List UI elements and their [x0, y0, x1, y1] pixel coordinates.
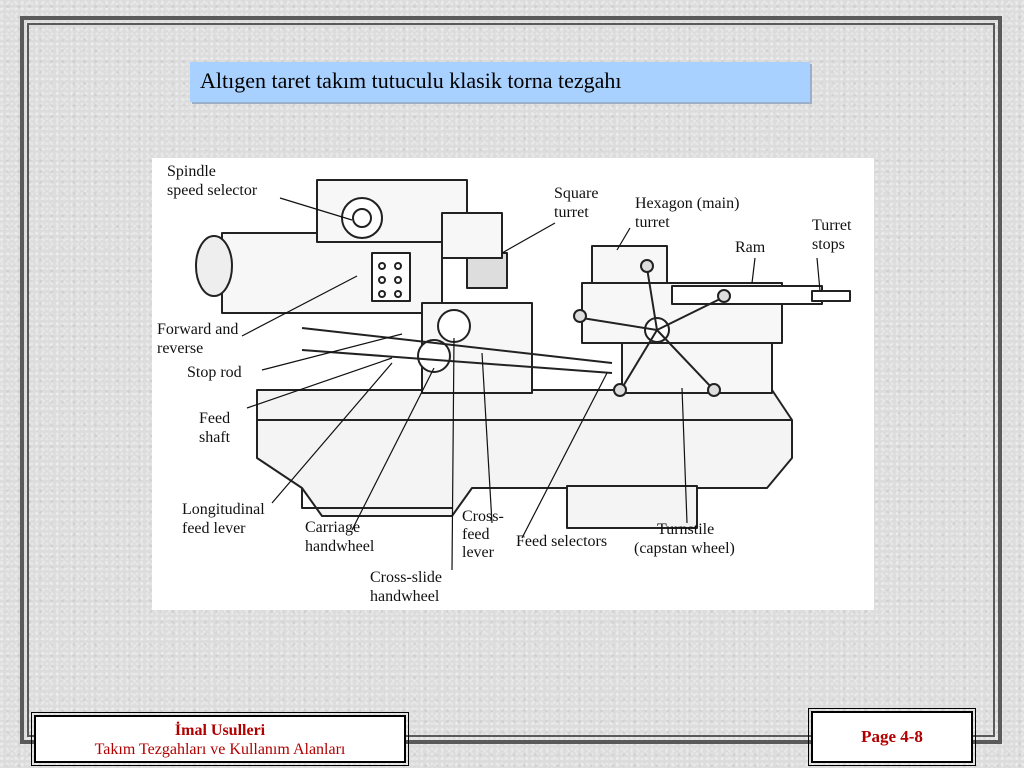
page-number: Page 4-8	[861, 727, 923, 746]
slide-frame-outer	[20, 16, 1002, 744]
slide-title-text: Altıgen taret takım tutuculu klasik torn…	[200, 68, 622, 93]
label-cross-slide-handwheel: Cross-slide	[370, 569, 442, 586]
spindle-dial	[341, 197, 383, 239]
footer-page-box: Page 4-8	[808, 708, 976, 766]
lathe-foot-right	[566, 485, 698, 529]
label-hexagon-turret-2: turret	[635, 214, 670, 231]
label-cross-feed-lever: Cross-	[462, 508, 504, 525]
label-feed-shaft-2: shaft	[199, 429, 231, 446]
ram	[671, 285, 823, 305]
label-cross-slide-handwheel-2: handwheel	[370, 588, 440, 605]
label-forward-reverse: Forward and	[157, 321, 238, 338]
lathe-diagram: Spindle speed selector Square turret Hex…	[157, 163, 852, 605]
label-forward-reverse-2: reverse	[157, 340, 203, 357]
label-carriage-handwheel-2: handwheel	[305, 538, 375, 555]
label-stop-rod: Stop rod	[187, 364, 242, 381]
hexagon-turret	[591, 245, 668, 287]
label-hexagon-turret: Hexagon (main)	[635, 195, 739, 212]
footer-course-subtitle: Takım Tezgahları ve Kullanım Alanları	[94, 741, 346, 758]
label-carriage-handwheel: Carriage	[305, 519, 360, 536]
feed-shaft	[301, 349, 613, 374]
stop-rod	[301, 327, 613, 364]
footer-course-box: İmal Usulleri Takım Tezgahları ve Kullan…	[31, 712, 409, 766]
lathe-base	[256, 389, 793, 517]
turnstile-capstan	[573, 259, 731, 397]
label-cross-feed-lever-2: feed	[462, 526, 490, 543]
label-spindle-speed-selector-2: speed selector	[167, 182, 258, 199]
label-turnstile: Turnstile	[657, 521, 714, 538]
slide-frame-inner	[27, 23, 995, 737]
label-feed-shaft: Feed	[199, 410, 230, 427]
carriage-handwheel	[417, 339, 451, 373]
label-ram: Ram	[735, 239, 766, 256]
cross-slide-handwheel	[437, 309, 471, 343]
label-longitudinal-feed-lever-2: feed lever	[182, 520, 246, 537]
label-turret-stops-2: stops	[812, 236, 845, 253]
slide-title: Altıgen taret takım tutuculu klasik torn…	[190, 62, 810, 102]
label-square-turret: Square	[554, 185, 598, 202]
label-turret-stops: Turret	[812, 217, 852, 234]
label-feed-selectors: Feed selectors	[516, 533, 607, 550]
label-turnstile-2: (capstan wheel)	[634, 540, 735, 557]
footer-course-title: İmal Usulleri	[174, 722, 266, 739]
label-spindle-speed-selector: Spindle	[167, 163, 216, 180]
label-square-turret-2: turret	[554, 204, 589, 221]
lathe-figure: Spindle speed selector Square turret Hex…	[152, 158, 874, 610]
turret-stops	[811, 290, 851, 302]
label-longitudinal-feed-lever: Longitudinal	[182, 501, 265, 518]
label-cross-feed-lever-3: lever	[462, 544, 495, 561]
